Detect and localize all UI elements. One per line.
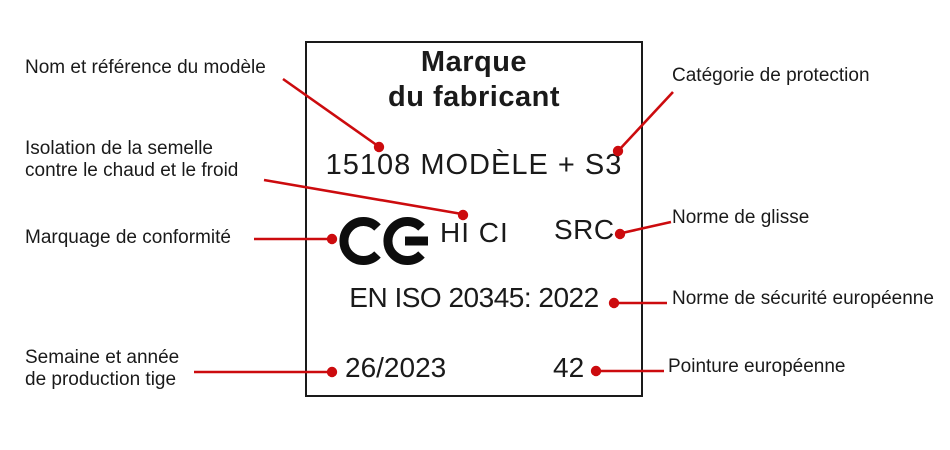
annotation-slip-standard: Norme de glisse bbox=[672, 207, 810, 228]
brand-line2: du fabricant bbox=[388, 81, 560, 113]
annotation-production-line2: de production tige bbox=[25, 369, 177, 390]
annotation-protection-category: Catégorie de protection bbox=[672, 65, 870, 86]
annotation-insulation: Isolation de la semelle contre le chaud … bbox=[25, 138, 238, 182]
annotation-production-line1: Semaine et année bbox=[25, 347, 180, 368]
annotation-production: Semaine et année de production tige bbox=[25, 347, 179, 391]
annotation-insulation-line1: Isolation de la semelle bbox=[25, 138, 213, 159]
shoe-size-value: 42 bbox=[553, 352, 585, 383]
annotation-conformity: Marquage de conformité bbox=[25, 227, 231, 248]
slip-resistance-code: SRC bbox=[554, 214, 615, 245]
model-reference: 15108 MODÈLE + S3 bbox=[325, 149, 623, 181]
shoe-label: Marque du fabricant 15108 MODÈLE + S3 HI… bbox=[305, 41, 643, 397]
annotation-model-name: Nom et référence du modèle bbox=[25, 57, 266, 78]
ce-mark-icon bbox=[339, 217, 428, 265]
annotation-safety-standard: Norme de sécurité européenne bbox=[672, 288, 934, 309]
manufacturer-brand: Marque du fabricant bbox=[307, 45, 641, 115]
insulation-code: HI CI bbox=[440, 217, 509, 248]
production-week-year: 26/2023 bbox=[345, 352, 447, 383]
annotation-european-size: Pointure européenne bbox=[668, 356, 846, 377]
annotation-insulation-line2: contre le chaud et le froid bbox=[25, 160, 239, 181]
brand-line1: Marque bbox=[420, 46, 528, 78]
safety-standard-code: EN ISO 20345: 2022 bbox=[349, 282, 599, 313]
